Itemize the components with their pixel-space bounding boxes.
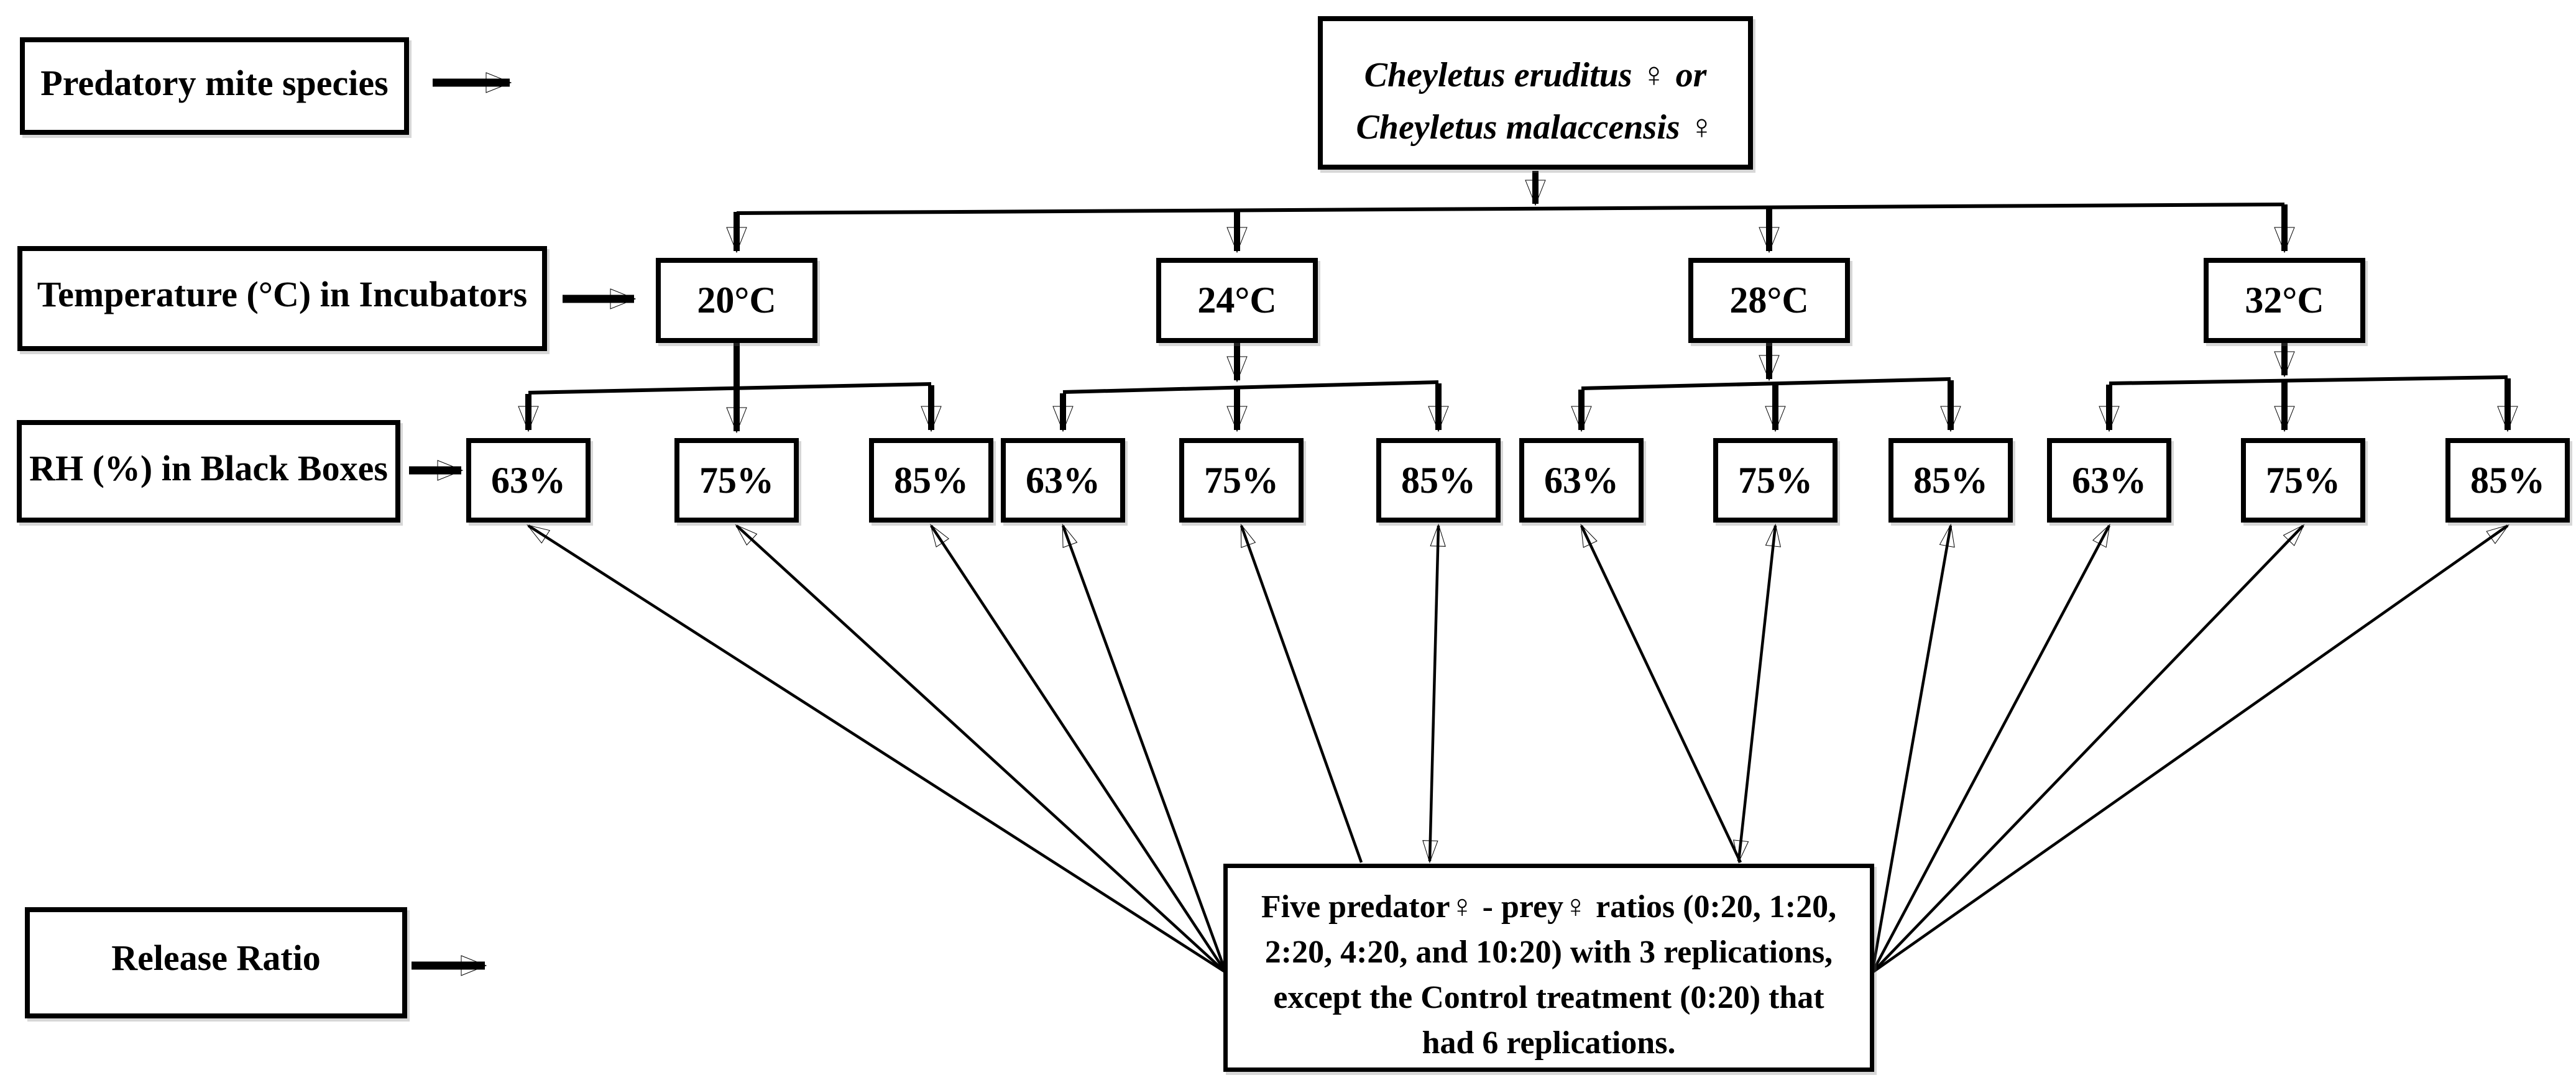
release-ratio-fan-arrows bbox=[527, 523, 2509, 974]
rh-box-28c-63: 63% bbox=[1519, 438, 1644, 523]
rh-value: 63% bbox=[2072, 459, 2146, 501]
rh-box-20c-75: 75% bbox=[674, 438, 799, 523]
rh-value: 63% bbox=[1544, 459, 1619, 501]
rh-value: 75% bbox=[1204, 459, 1279, 501]
ratio-note-line-1: Five predator♀ - prey♀ ratios (0:20, 1:2… bbox=[1261, 889, 1837, 925]
temp-value: 20°C bbox=[697, 280, 776, 321]
rh-value: 63% bbox=[491, 459, 566, 501]
temp-value: 28°C bbox=[1729, 280, 1809, 321]
ratio-note-line-4: had 6 replications. bbox=[1422, 1025, 1676, 1061]
row-label-text: Release Ratio bbox=[111, 938, 321, 978]
row-label-text: RH (%) in Black Boxes bbox=[29, 448, 388, 488]
species-box: Cheyletus eruditus ♀ or Cheyletus malacc… bbox=[1318, 16, 1753, 170]
rh-value: 85% bbox=[894, 459, 968, 501]
temp-box-24c: 24°C bbox=[1156, 258, 1318, 343]
temperature-to-rh-connectors bbox=[518, 343, 2518, 434]
species-to-temperature-connectors bbox=[726, 171, 2295, 254]
row-label-predatory-mite-species: Predatory mite species bbox=[20, 37, 409, 135]
rh-box-32c-75: 75% bbox=[2241, 438, 2365, 523]
rh-box-24c-63: 63% bbox=[1001, 438, 1125, 523]
rh-box-28c-85: 85% bbox=[1888, 438, 2013, 523]
row-label-rh-black-boxes: RH (%) in Black Boxes bbox=[17, 420, 400, 523]
rh-value: 63% bbox=[1026, 459, 1100, 501]
row-label-text: Temperature (°C) in Incubators bbox=[37, 274, 528, 314]
row-label-text: Predatory mite species bbox=[40, 63, 389, 103]
rh-box-28c-75: 75% bbox=[1713, 438, 1838, 523]
rh-box-20c-85: 85% bbox=[869, 438, 993, 523]
rh-box-32c-85: 85% bbox=[2445, 438, 2570, 523]
rh-box-24c-85: 85% bbox=[1376, 438, 1501, 523]
rh-value: 75% bbox=[699, 459, 774, 501]
temp-box-20c: 20°C bbox=[656, 258, 817, 343]
rh-value: 75% bbox=[1738, 459, 1813, 501]
temp-box-32c: 32°C bbox=[2204, 258, 2365, 343]
temp-value: 32°C bbox=[2245, 280, 2324, 321]
ratio-note-line-3: except the Control treatment (0:20) that bbox=[1273, 979, 1824, 1015]
row-label-arrows bbox=[409, 72, 637, 976]
rh-box-32c-63: 63% bbox=[2047, 438, 2171, 523]
row-label-temperature-incubators: Temperature (°C) in Incubators bbox=[17, 246, 547, 351]
species-line-1: Cheyletus eruditus ♀ or bbox=[1364, 55, 1707, 94]
rh-value: 85% bbox=[2470, 459, 2545, 501]
rh-value: 75% bbox=[2266, 459, 2340, 501]
row-label-release-ratio: Release Ratio bbox=[25, 907, 407, 1018]
temp-box-28c: 28°C bbox=[1688, 258, 1850, 343]
rh-box-20c-63: 63% bbox=[466, 438, 591, 523]
rh-value: 85% bbox=[1913, 459, 1988, 501]
ratio-note-line-2: 2:20, 4:20, and 10:20) with 3 replicatio… bbox=[1264, 934, 1833, 970]
rh-value: 85% bbox=[1401, 459, 1476, 501]
rh-box-24c-75: 75% bbox=[1179, 438, 1304, 523]
species-line-2: Cheyletus malaccensis ♀ bbox=[1356, 107, 1715, 147]
temp-value: 24°C bbox=[1197, 280, 1277, 321]
release-ratio-note-box: Five predator♀ - prey♀ ratios (0:20, 1:2… bbox=[1223, 864, 1874, 1072]
